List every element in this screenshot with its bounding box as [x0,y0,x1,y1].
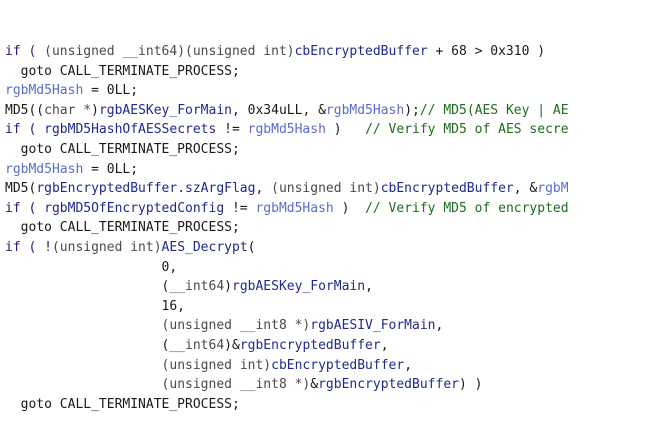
code-token: MD5(( [5,102,45,118]
code-line[interactable]: 16, [5,297,569,317]
code-token: if ( [5,44,45,59]
code-line[interactable]: MD5(rgbEncryptedBuffer.szArgFlag, (unsig… [5,179,569,199]
code-line[interactable]: if ( !(unsigned int)AES_Decrypt( [5,238,569,258]
code-token: // Verify MD5 of encrypted [365,200,569,216]
code-token: if ( [5,122,45,138]
code-token: rgbMd5Hash [255,200,334,216]
code-line[interactable]: (unsigned __int8 *)rgbAESIV_ForMain, [5,316,569,336]
code-token: goto CALL_TERMINATE_PROCESS; [5,220,240,236]
code-token: , & [513,181,538,197]
code-token: , [404,357,413,373]
code-token: rgbMd5Hash [247,122,326,138]
code-token: ( [5,279,170,295]
code-line[interactable]: goto CALL_TERMINATE_PROCESS; [5,218,569,238]
code-token: // MD5(AES Key | AE [419,102,569,118]
code-token [5,318,162,333]
code-token: rgbEncryptedBuffer [239,337,381,353]
pseudocode-block[interactable]: if ( (unsigned __int64)(unsigned int)cbE… [5,42,569,414]
code-line[interactable]: goto CALL_TERMINATE_PROCESS; [5,395,569,415]
code-token: MD5( [5,181,37,197]
code-token: , [380,337,389,353]
code-token: (unsigned __int64)(unsigned int) [44,44,295,59]
code-token: if ( ! [5,239,52,255]
code-token: cbEncryptedBuffer [294,44,428,59]
code-token: rgbAESKey_ForMain [232,279,366,295]
code-token: , 0x34uLL, & [232,102,326,118]
code-token: rgbAESIV_ForMain [310,318,436,334]
code-token: 0, [5,259,178,275]
code-token: rgbEncryptedBuffer.szArgFlag [36,181,256,197]
code-token: rgbAESKey_ForMain [98,102,232,118]
code-token: ); [404,102,420,118]
code-token: = 0LL; [83,161,139,177]
code-line[interactable]: if ( rgbMD5OfEncryptedConfig != rgbMd5Ha… [5,199,569,219]
code-token: __int64 [169,279,225,295]
code-line[interactable]: MD5((char *)rgbAESKey_ForMain, 0x34uLL, … [5,101,569,121]
code-token: )& [224,337,240,353]
code-line[interactable]: (unsigned int)cbEncryptedBuffer, [5,356,569,376]
code-token: goto CALL_TERMINATE_PROCESS; [5,141,240,157]
code-line[interactable]: goto CALL_TERMINATE_PROCESS; [5,62,569,82]
code-token: // Verify MD5 of AES secre [365,122,569,138]
code-token: cbEncryptedBuffer [380,181,514,197]
code-token: != [216,122,248,138]
code-token: & [310,377,319,393]
code-token [5,377,162,392]
code-token: (unsigned __int8 *) [161,377,311,393]
code-token: if ( [5,200,45,216]
code-line[interactable]: rgbMd5Hash = 0LL; [5,160,569,180]
code-token: (unsigned __int8 *) [161,318,311,334]
code-token: char * [44,102,92,118]
code-token: = 0LL; [83,83,139,99]
code-token: (unsigned int) [271,181,381,197]
code-token: rgbMd5Hash [5,83,84,99]
code-token: (unsigned int) [51,239,162,255]
code-token: (unsigned int) [161,357,272,373]
code-token: goto CALL_TERMINATE_PROCESS; [5,63,240,79]
code-token: ) [325,122,366,138]
code-line[interactable]: 0, [5,258,569,278]
code-token: 16, [5,298,186,314]
code-token: , [365,279,373,295]
code-token: , [435,318,444,334]
code-token: rgbMd5Hash [325,102,405,118]
code-token: rgbM [537,181,569,197]
code-token: __int64 [169,337,225,353]
code-token: rgbMd5Hash [5,161,84,177]
code-token: goto CALL_TERMINATE_PROCESS; [5,396,240,412]
code-token: ) [91,102,99,118]
code-line[interactable]: if ( (unsigned __int64)(unsigned int)cbE… [5,42,569,62]
code-token: + 68 > 0x310 ) [427,44,546,59]
code-token: cbEncryptedBuffer [271,357,405,373]
code-token: rgbMD5OfEncryptedConfig [44,200,225,216]
code-token [5,358,162,373]
code-line[interactable]: (unsigned __int8 *)&rgbEncryptedBuffer) … [5,375,569,395]
code-token: ( [247,239,256,255]
code-line[interactable]: (__int64)&rgbEncryptedBuffer, [5,336,569,356]
code-token: ( [5,337,170,353]
code-token: ) [224,279,232,295]
code-line[interactable]: goto CALL_TERMINATE_PROCESS; [5,140,569,160]
code-token: rgbEncryptedBuffer [318,377,459,393]
code-token: != [224,200,256,216]
code-line[interactable]: rgbMd5Hash = 0LL; [5,81,569,101]
code-token: AES_Decrypt [161,239,248,255]
code-line[interactable]: (__int64)rgbAESKey_ForMain, [5,277,569,297]
code-line[interactable]: if ( rgbMD5HashOfAESSecrets != rgbMd5Has… [5,120,569,140]
code-token: ) ) [458,377,483,393]
code-token: rgbMD5HashOfAESSecrets [44,122,217,138]
code-token: ) [333,200,366,216]
code-token: , [255,181,272,197]
